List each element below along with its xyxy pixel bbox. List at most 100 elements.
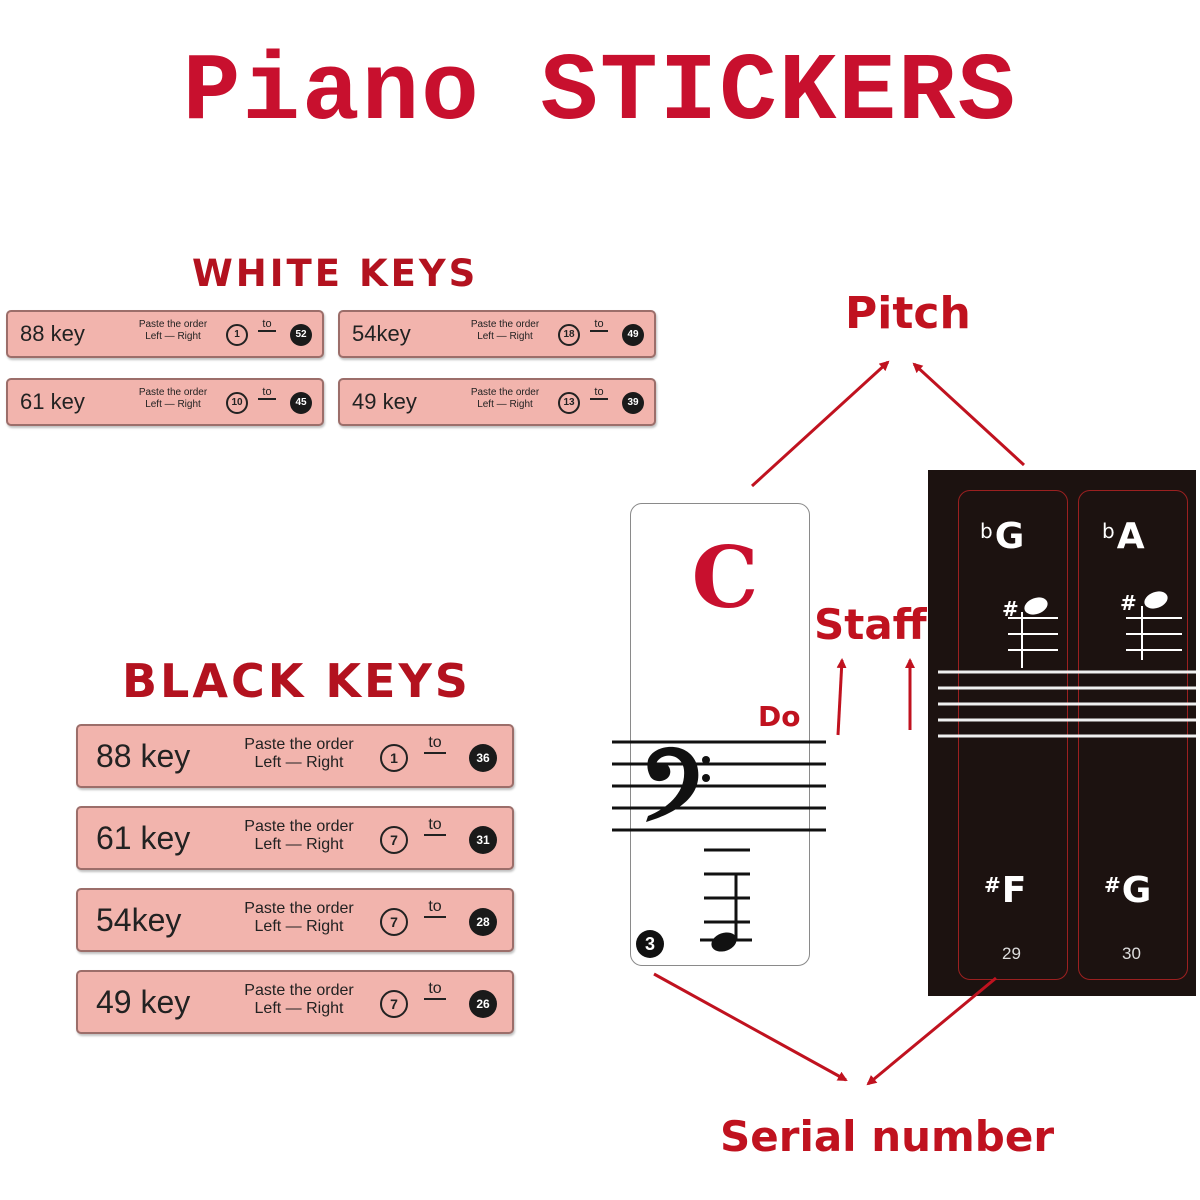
black-key-sticker [928, 470, 1196, 996]
paste-order-text: Paste the order [138, 319, 208, 330]
dir-arrow: — [496, 398, 507, 410]
strip-key-count: 54key [352, 321, 411, 346]
dir-arrow: — [164, 398, 175, 410]
strip-key-count: 61 key [96, 820, 191, 856]
paste-order-text: Paste the order [244, 900, 354, 917]
flat-note-label: bA [1102, 516, 1145, 557]
dir-arrow: — [164, 330, 175, 342]
to-label: to [424, 980, 446, 1000]
bass-clef-icon [646, 746, 710, 822]
paste-order-text: Paste the order [470, 319, 540, 330]
paste-order-text: Paste the order [244, 736, 354, 753]
dir-right: Right [306, 918, 344, 936]
bass-staff [612, 740, 826, 832]
dir-left: Left [477, 398, 494, 410]
dir-arrow: — [285, 1000, 302, 1018]
start-number-badge: 18 [558, 324, 580, 346]
dir-right: Right [509, 330, 533, 342]
start-number-badge: 1 [226, 324, 248, 346]
dir-right: Right [177, 330, 201, 342]
end-number-badge: 26 [469, 990, 497, 1018]
svg-text:#: # [1002, 597, 1019, 621]
black-key-strip-88: 88 key Paste the order Left — Right 1 to… [76, 724, 514, 788]
svg-text:#: # [1120, 591, 1137, 615]
sharp-note-icon: # [1002, 597, 1058, 668]
black-key-strip-54: 54key Paste the order Left — Right 7 to … [76, 888, 514, 952]
dir-left: Left [254, 918, 282, 936]
to-label: to [424, 734, 446, 754]
strip-paste-order: Paste the order Left — Right [118, 319, 228, 342]
dir-left: Left [254, 754, 282, 772]
black-keys-heading: BLACK KEYS [122, 654, 471, 708]
black-key-strip-49: 49 key Paste the order Left — Right 7 to… [76, 970, 514, 1034]
strip-key-count: 49 key [96, 984, 191, 1020]
paste-order-text: Paste the order [470, 387, 540, 398]
to-label: to [424, 898, 446, 918]
page-title: Piano STICKERS [182, 38, 1018, 147]
paste-order-text: Paste the order [138, 387, 208, 398]
strip-key-count: 49 key [352, 389, 417, 414]
serial-number: 29 [1002, 944, 1021, 963]
strip-paste-order: Paste the order Left — Right [224, 982, 374, 1019]
dir-right: Right [306, 836, 344, 854]
staff-label: Staff [814, 600, 927, 649]
sharp-note-label: #G [1104, 870, 1152, 911]
start-number-badge: 7 [380, 908, 408, 936]
serial-number-badge: 3 [636, 930, 664, 958]
start-number-badge: 13 [558, 392, 580, 414]
solfege-label: Do [758, 700, 801, 733]
dir-arrow: — [285, 836, 302, 854]
pitch-label: Pitch [845, 288, 971, 339]
start-number-badge: 7 [380, 990, 408, 1018]
dir-left: Left [254, 836, 282, 854]
dir-arrow: — [285, 754, 302, 772]
dir-right: Right [306, 1000, 344, 1018]
strip-key-count: 88 key [96, 738, 191, 774]
to-label: to [258, 318, 276, 332]
treble-staff [938, 670, 1196, 738]
dir-right: Right [306, 754, 344, 772]
strip-paste-order: Paste the order Left — Right [450, 387, 560, 410]
strip-paste-order: Paste the order Left — Right [224, 900, 374, 937]
white-key-strip-49: 49 key Paste the order Left — Right 13 t… [338, 378, 656, 426]
pitch-arrows [750, 360, 1026, 488]
serial-arrows [653, 972, 997, 1086]
serial-number-label: Serial number [720, 1112, 1055, 1161]
dir-left: Left [254, 1000, 282, 1018]
end-number-badge: 31 [469, 826, 497, 854]
strip-key-count: 88 key [20, 321, 85, 346]
white-key-sticker [630, 503, 810, 966]
dir-right: Right [509, 398, 533, 410]
dir-arrow: — [496, 330, 507, 342]
staff-arrows [836, 658, 915, 736]
note-letter: C [691, 528, 759, 627]
dir-arrow: — [285, 918, 302, 936]
white-key-strip-61: 61 key Paste the order Left — Right 10 t… [6, 378, 324, 426]
to-label: to [258, 386, 276, 400]
to-label: to [590, 386, 608, 400]
to-label: to [590, 318, 608, 332]
strip-paste-order: Paste the order Left — Right [118, 387, 228, 410]
white-key-strip-54: 54key Paste the order Left — Right 18 to… [338, 310, 656, 358]
note-c-icon [700, 848, 752, 952]
to-label: to [424, 816, 446, 836]
serial-number: 30 [1122, 944, 1141, 963]
white-keys-heading: WHITE KEYS [192, 252, 479, 295]
end-number-badge: 45 [290, 392, 312, 414]
dir-left: Left [477, 330, 494, 342]
start-number-badge: 10 [226, 392, 248, 414]
strip-key-count: 54key [96, 902, 182, 938]
sharp-note-label: #F [984, 870, 1027, 911]
end-number-badge: 49 [622, 324, 644, 346]
white-key-strip-88: 88 key Paste the order Left — Right 1 to… [6, 310, 324, 358]
end-number-badge: 52 [290, 324, 312, 346]
flat-note-label: bG [980, 516, 1025, 557]
start-number-badge: 1 [380, 744, 408, 772]
end-number-badge: 39 [622, 392, 644, 414]
paste-order-text: Paste the order [244, 818, 354, 835]
sharp-note-icon: # [1120, 591, 1182, 660]
black-key-strip-61: 61 key Paste the order Left — Right 7 to… [76, 806, 514, 870]
start-number-badge: 7 [380, 826, 408, 854]
strip-paste-order: Paste the order Left — Right [224, 818, 374, 855]
